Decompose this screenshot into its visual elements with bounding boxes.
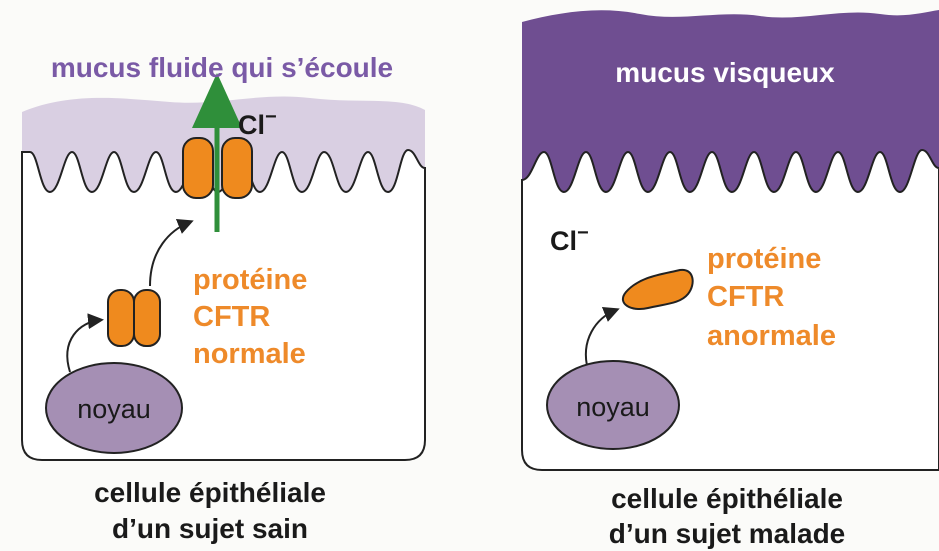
left-protein-line-3: normale: [193, 338, 306, 370]
right-protein-line-2: CFTR: [707, 281, 784, 313]
left-free-cftr-protein: [108, 290, 160, 346]
right-cell-panel: mucus visqueux Cl− noyau protéine CFTR a…: [522, 10, 939, 549]
left-caption-line-2: d’un sujet sain: [112, 513, 308, 544]
left-caption-line-1: cellule épithéliale: [94, 477, 326, 508]
left-mucus-label: mucus fluide qui s’écoule: [51, 52, 393, 83]
left-protein-line-2: CFTR: [193, 301, 270, 333]
right-caption-line-1: cellule épithéliale: [611, 483, 843, 514]
left-protein-line-1: protéine: [193, 264, 307, 296]
right-protein-line-3: anormale: [707, 320, 836, 352]
right-nucleus-label: noyau: [576, 392, 650, 422]
left-nucleus-label: noyau: [77, 394, 151, 424]
left-cell-panel: noyau Cl− mucus fluide qui s’écoule prot…: [22, 52, 425, 544]
right-mucus-label: mucus visqueux: [615, 57, 835, 88]
right-caption-line-2: d’un sujet malade: [609, 518, 846, 549]
right-protein-line-1: protéine: [707, 243, 821, 275]
